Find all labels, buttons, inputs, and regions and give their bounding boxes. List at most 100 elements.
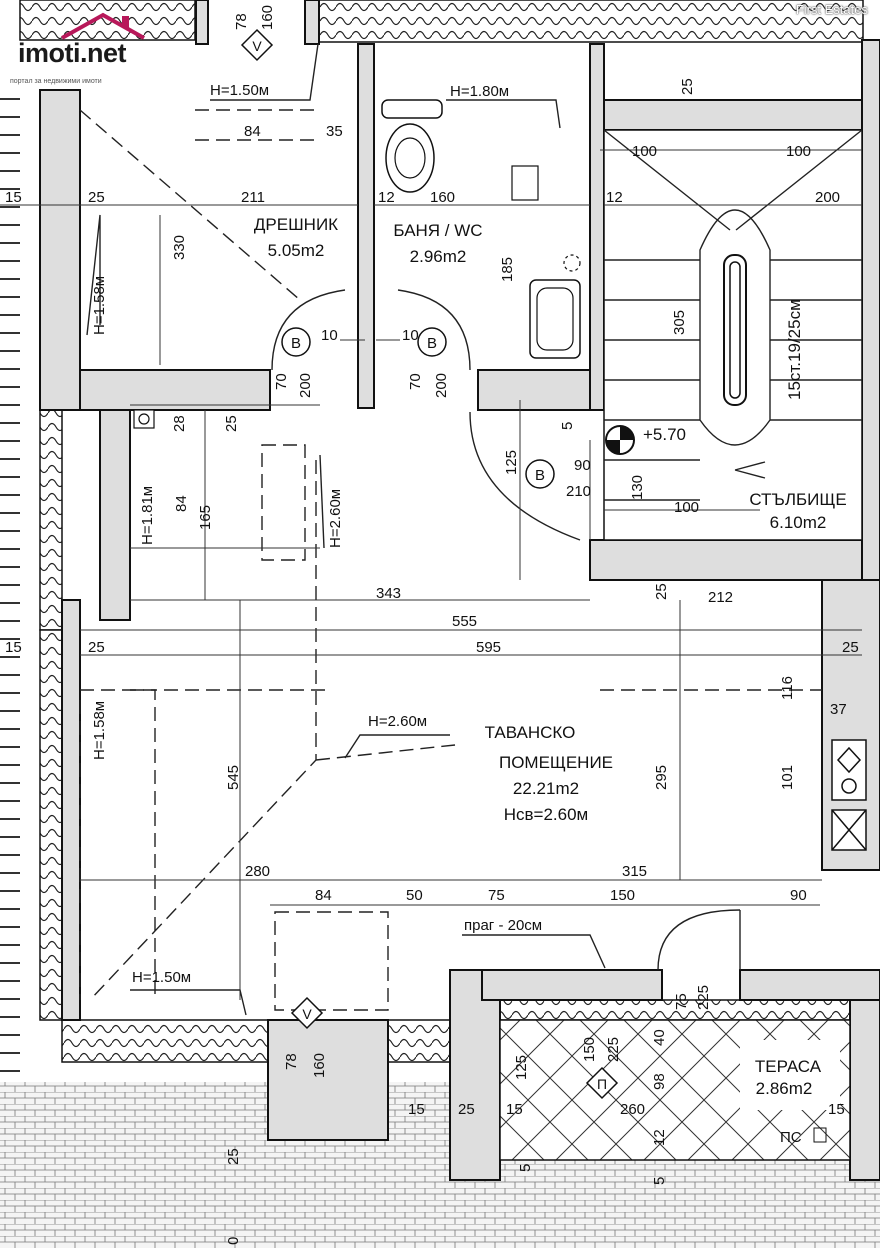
svg-text:100: 100 xyxy=(786,143,811,160)
svg-text:200: 200 xyxy=(297,373,314,398)
svg-text:25: 25 xyxy=(88,639,105,656)
svg-text:210: 210 xyxy=(566,483,591,500)
vent-p-label: П xyxy=(597,1076,607,1092)
svg-text:25: 25 xyxy=(225,1148,242,1165)
svg-text:260: 260 xyxy=(620,1101,645,1118)
height-label: H=1.58м xyxy=(91,701,108,760)
svg-text:40: 40 xyxy=(651,1029,668,1046)
pis-label: ПС xyxy=(780,1129,802,1146)
svg-text:5: 5 xyxy=(559,422,576,430)
svg-text:75: 75 xyxy=(673,993,690,1010)
height-label: H=1.50м xyxy=(132,969,191,986)
svg-text:70: 70 xyxy=(273,373,290,390)
door-markers: B B B xyxy=(281,327,555,489)
svg-text:25: 25 xyxy=(679,78,696,95)
roof-edge-left xyxy=(0,90,20,1080)
insulation-top-left xyxy=(19,0,196,41)
svg-text:330: 330 xyxy=(171,235,188,260)
threshold-label: праг - 20см xyxy=(464,917,542,934)
svg-text:100: 100 xyxy=(632,143,657,160)
svg-text:84: 84 xyxy=(173,495,190,512)
door-b-label: B xyxy=(427,335,437,352)
insulation-top-right xyxy=(317,0,864,43)
svg-text:150: 150 xyxy=(610,887,635,904)
svg-text:555: 555 xyxy=(452,613,477,630)
bathroom-fixtures xyxy=(381,99,581,359)
svg-text:12: 12 xyxy=(378,189,395,206)
svg-text:200: 200 xyxy=(433,373,450,398)
dashed-ceiling-lines xyxy=(79,109,822,1011)
svg-text:116: 116 xyxy=(779,676,796,700)
svg-text:545: 545 xyxy=(225,765,242,790)
vent-v-label: V xyxy=(302,1006,312,1022)
svg-text:25: 25 xyxy=(653,583,670,600)
house-roof-icon xyxy=(61,12,145,40)
svg-text:160: 160 xyxy=(259,5,276,30)
svg-text:100: 100 xyxy=(674,499,699,516)
svg-text:70: 70 xyxy=(407,373,424,390)
dimension-labels: 84 35 15 25 211 12 160 12 200 100 100 10… xyxy=(5,123,859,1118)
svg-text:212: 212 xyxy=(708,589,733,606)
svg-text:5: 5 xyxy=(517,1164,534,1172)
svg-text:225: 225 xyxy=(605,1037,622,1062)
room-stair-name: СТЪЛБИЩЕ xyxy=(749,490,846,509)
imoti-logo[interactable]: imoti.net портал за недвижими имоти xyxy=(8,10,178,85)
room-attic-area: 22.21m2 xyxy=(513,779,579,798)
door-b-label: B xyxy=(291,335,301,352)
dimension-lines xyxy=(0,149,862,1000)
svg-text:200: 200 xyxy=(815,189,840,206)
terrace-label-bg xyxy=(740,1040,840,1110)
svg-text:98: 98 xyxy=(651,1073,668,1090)
walls xyxy=(39,0,880,1181)
svg-text:15: 15 xyxy=(408,1101,425,1118)
room-attic-height: Нсв=2.60м xyxy=(504,805,589,824)
svg-text:343: 343 xyxy=(376,585,401,602)
staircase xyxy=(603,129,863,541)
svg-text:84: 84 xyxy=(244,123,261,140)
svg-text:35: 35 xyxy=(326,123,343,140)
logo-brand: imoti.net xyxy=(18,38,127,68)
height-label: H=1.80м xyxy=(450,83,509,100)
svg-text:125: 125 xyxy=(513,1055,530,1080)
svg-text:10: 10 xyxy=(402,327,419,344)
svg-text:160: 160 xyxy=(311,1053,328,1078)
room-stair-area: 6.10m2 xyxy=(770,513,827,532)
svg-text:75: 75 xyxy=(488,887,505,904)
svg-text:125: 125 xyxy=(503,450,520,475)
svg-text:28: 28 xyxy=(171,415,188,432)
svg-text:25: 25 xyxy=(458,1101,475,1118)
svg-text:295: 295 xyxy=(653,765,670,790)
pis-icon xyxy=(813,1127,827,1143)
svg-text:84: 84 xyxy=(315,887,332,904)
svg-text:165: 165 xyxy=(197,505,214,530)
svg-text:25: 25 xyxy=(842,639,859,656)
watermark: First Estates xyxy=(795,2,868,17)
svg-text:15: 15 xyxy=(506,1101,523,1118)
svg-text:315: 315 xyxy=(622,863,647,880)
svg-text:305: 305 xyxy=(671,310,688,335)
svg-text:595: 595 xyxy=(476,639,501,656)
room-attic-name2: ПОМЕЩЕНИЕ xyxy=(499,753,613,772)
svg-text:211: 211 xyxy=(241,189,265,206)
vertical-dimension-labels: 78 160 330 185 70 200 70 200 28 25 84 16… xyxy=(171,5,796,1245)
insulation-bottom-mid xyxy=(387,1019,451,1063)
height-label: H=1.50м xyxy=(210,82,269,99)
svg-text:0: 0 xyxy=(225,1237,242,1245)
height-label: H=2.60м xyxy=(327,489,344,548)
svg-text:10: 10 xyxy=(321,327,338,344)
svg-text:90: 90 xyxy=(574,457,591,474)
height-label: H=1.58м xyxy=(91,276,108,335)
svg-text:280: 280 xyxy=(245,863,270,880)
door-b-label: B xyxy=(535,467,545,484)
room-bath-area: 2.96m2 xyxy=(410,247,467,266)
vent-v-label: V xyxy=(252,38,262,54)
room-hall-name: ДРЕШНИК xyxy=(254,215,338,234)
svg-text:25: 25 xyxy=(88,189,105,206)
insulation-left-lower xyxy=(39,629,63,1021)
svg-text:225: 225 xyxy=(695,985,712,1010)
svg-text:78: 78 xyxy=(233,13,250,30)
svg-text:15: 15 xyxy=(5,639,22,656)
svg-text:15: 15 xyxy=(5,189,22,206)
room-attic-name1: ТАВАНСКО xyxy=(485,723,576,742)
